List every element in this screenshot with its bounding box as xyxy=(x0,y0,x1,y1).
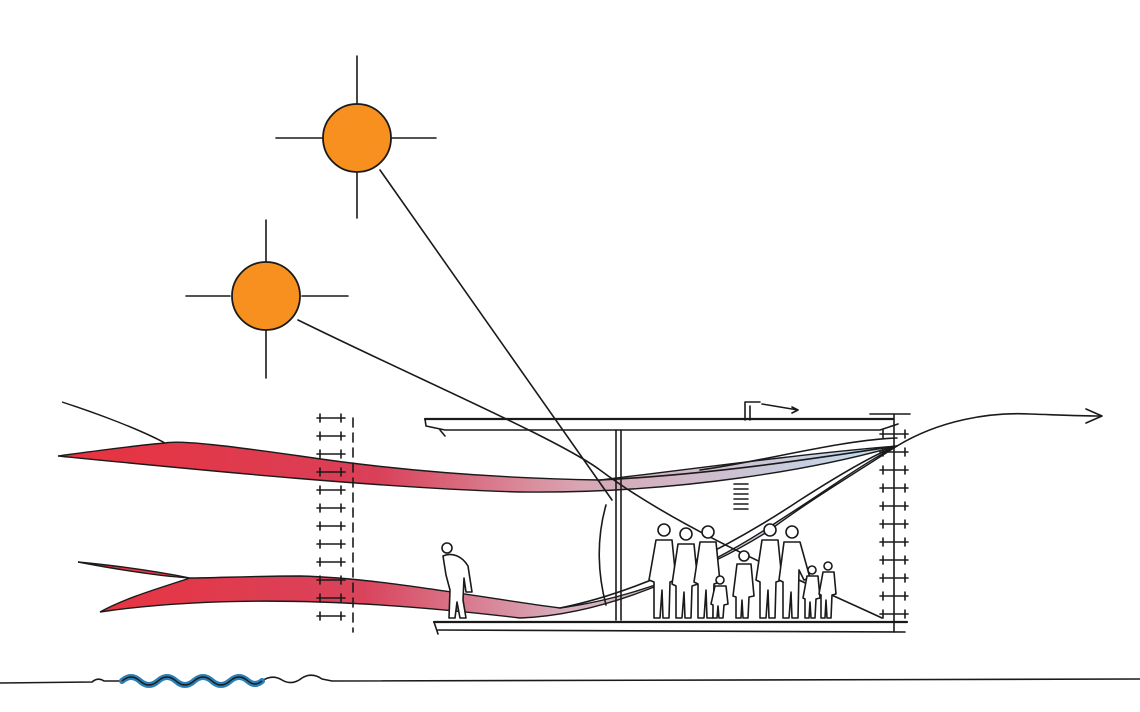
left-louvre-screen xyxy=(316,413,354,633)
exhaust-arrow xyxy=(896,408,1103,447)
person-icon xyxy=(818,561,837,619)
person-icon xyxy=(755,523,783,619)
person-icon xyxy=(732,550,755,619)
people-silhouettes xyxy=(441,523,837,619)
low-sun-icon xyxy=(185,219,349,379)
lower-airflow-arrow xyxy=(77,445,898,619)
ground-line xyxy=(0,674,1140,684)
water-icon xyxy=(119,674,265,688)
upper-airflow-arrow xyxy=(57,401,898,493)
high-sun-icon xyxy=(275,55,437,219)
right-louvre-screen xyxy=(869,413,911,633)
building-section xyxy=(423,401,909,635)
person-icon xyxy=(710,575,729,619)
person-icon xyxy=(648,523,677,619)
person-icon xyxy=(671,527,699,619)
person-icon xyxy=(441,542,473,619)
